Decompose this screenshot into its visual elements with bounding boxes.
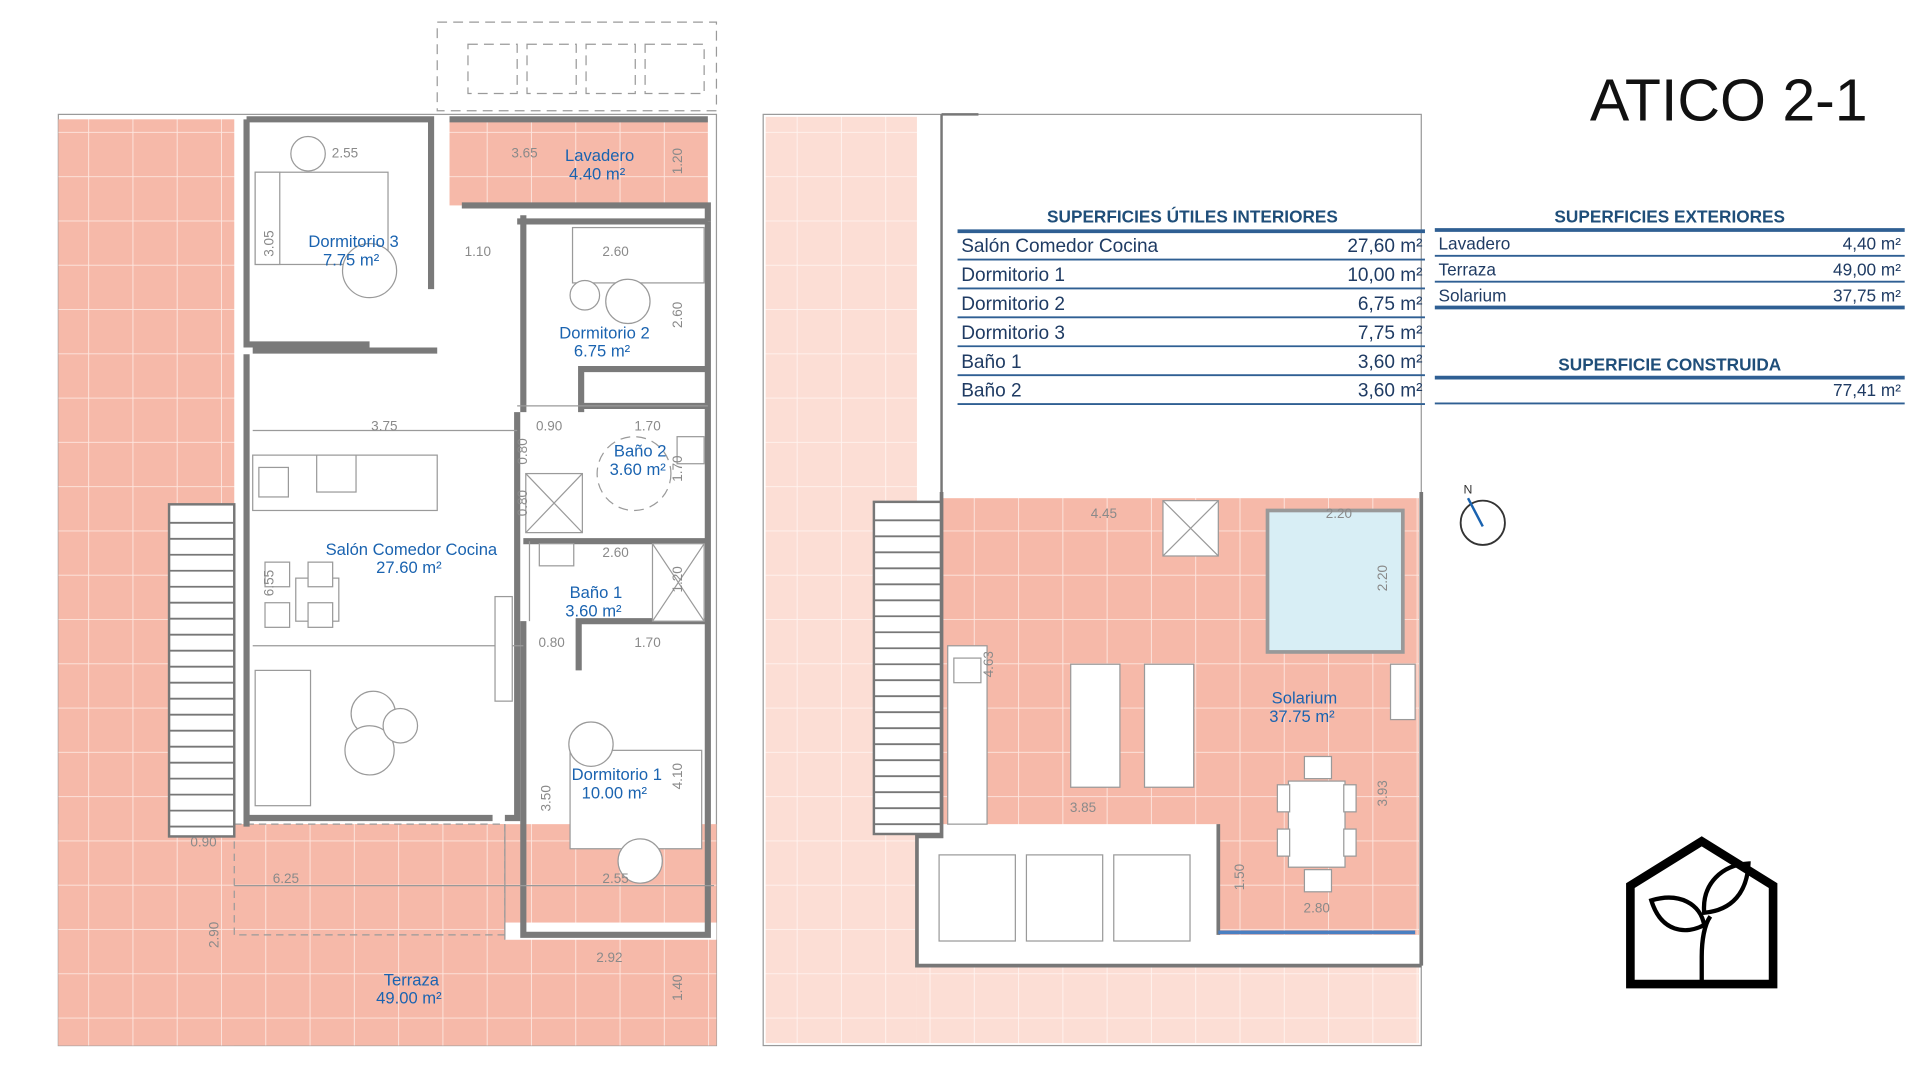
right-floor-plan: Solarium 37.75 m² 4.45 2.20 2.20 4.63 3.… xyxy=(762,113,1424,1047)
dimension-label: 1.20 xyxy=(670,148,685,174)
dimension-label: 3.93 xyxy=(1375,780,1390,806)
exterior-table-heading: SUPERFICIES EXTERIORES xyxy=(1554,207,1785,227)
dimension-label: 3.05 xyxy=(262,230,277,256)
stairs-right xyxy=(872,500,943,836)
room-name-dormitorio-1: Dormitorio 1 xyxy=(572,765,662,784)
exterior-row-name: Solarium xyxy=(1438,285,1506,305)
built-table-heading: SUPERFICIE CONSTRUIDA xyxy=(1558,354,1781,374)
storage-boxes xyxy=(938,854,1191,942)
dimension-label: 0.90 xyxy=(190,834,216,849)
stairs-left xyxy=(167,503,236,838)
dimension-label: 0.90 xyxy=(536,419,562,434)
dimension-label: 4.10 xyxy=(670,763,685,789)
dimension-label: 3.85 xyxy=(1070,800,1096,815)
dimension-label: 1.70 xyxy=(670,455,685,481)
dimension-label: 1.20 xyxy=(670,566,685,592)
dining-set-solarium xyxy=(1276,755,1357,893)
exterior-row-name: Terraza xyxy=(1438,260,1496,280)
interior-table-heading: SUPERFICIES ÚTILES INTERIORES xyxy=(1047,207,1338,227)
interior-row-area: 6,75 m² xyxy=(1358,294,1423,315)
room-name-lavadero: Lavadero xyxy=(565,146,634,165)
room-name-bano-1: Baño 1 xyxy=(570,583,623,602)
room-name-dormitorio-3: Dormitorio 3 xyxy=(308,232,398,251)
room-area-dormitorio-2: 6.75 m² xyxy=(574,342,631,361)
exterior-row-area: 49,00 m² xyxy=(1833,260,1901,280)
built-surface-table: SUPERFICIE CONSTRUIDA 77,41 m² xyxy=(1434,354,1905,405)
dimension-label: 1.10 xyxy=(465,244,491,259)
upper-dashed-area xyxy=(436,21,718,112)
interior-row-area: 10,00 m² xyxy=(1347,265,1422,286)
interior-row-name: Baño 2 xyxy=(961,381,1021,402)
room-area-terraza: 49.00 m² xyxy=(376,989,442,1008)
interior-row-name: Baño 1 xyxy=(961,352,1021,373)
north-compass-icon: N xyxy=(1459,482,1506,546)
dimension-label: 2.90 xyxy=(206,922,221,948)
dimension-label: 0.80 xyxy=(515,438,530,464)
room-name-bano-2: Baño 2 xyxy=(614,441,667,460)
room-area-bano-2: 3.60 m² xyxy=(610,460,667,479)
left-floor-plan: Lavadero 4.40 m² Dormitorio 3 7.75 m² Do… xyxy=(57,21,718,1047)
dimension-label: 1.70 xyxy=(634,635,660,650)
room-name-terraza: Terraza xyxy=(384,970,440,989)
dimension-label: 3.75 xyxy=(371,419,397,434)
dimension-label: 0.80 xyxy=(538,635,564,650)
exterior-row-name: Lavadero xyxy=(1438,234,1510,254)
interior-row-area: 7,75 m² xyxy=(1358,323,1423,344)
room-area-dormitorio-1: 10.00 m² xyxy=(582,783,648,802)
lavadero-floor xyxy=(449,119,708,206)
dimension-label: 4.45 xyxy=(1091,506,1117,521)
dimension-label: 2.60 xyxy=(602,244,628,259)
interior-row-name: Salón Comedor Cocina xyxy=(961,236,1158,257)
room-area-lavadero: 4.40 m² xyxy=(569,165,626,184)
dimension-label: 2.20 xyxy=(1326,506,1352,521)
room-area-bano-1: 3.60 m² xyxy=(565,601,622,620)
dimension-label: 2.60 xyxy=(670,302,685,328)
dimension-label: 2.20 xyxy=(1375,565,1390,591)
interior-row-area: 3,60 m² xyxy=(1358,352,1423,373)
built-area-value: 77,41 m² xyxy=(1833,380,1901,400)
dimensions-left: 2.55 3.65 1.20 3.05 1.10 2.60 2.60 3.75 … xyxy=(190,145,685,1000)
room-name-dormitorio-2: Dormitorio 2 xyxy=(559,323,649,342)
dimension-label: 1.70 xyxy=(634,419,660,434)
walls-left xyxy=(234,116,714,940)
room-area-solarium: 37.75 m² xyxy=(1269,707,1335,726)
room-name-solarium: Solarium xyxy=(1272,689,1337,708)
dimensions-right: 4.45 2.20 2.20 4.63 3.85 3.93 1.50 2.80 xyxy=(981,506,1390,916)
dimension-label: 6.25 xyxy=(273,871,299,886)
dimension-label: 3.65 xyxy=(511,145,537,160)
interior-surfaces-table: SUPERFICIES ÚTILES INTERIORES Salón Come… xyxy=(957,207,1425,406)
room-area-dormitorio-3: 7.75 m² xyxy=(323,251,380,270)
compass-north-label: N xyxy=(1464,482,1473,496)
dimension-label: 0.80 xyxy=(515,490,530,516)
dimension-label: 2.92 xyxy=(596,950,622,965)
room-area-salon: 27.60 m² xyxy=(376,558,442,577)
plan-title: ATICO 2-1 xyxy=(1590,68,1868,134)
dimension-label: 6.55 xyxy=(262,570,277,596)
interior-row-name: Dormitorio 3 xyxy=(961,323,1065,344)
house-plant-logo xyxy=(1626,836,1778,989)
dimension-label: 2.55 xyxy=(602,871,628,886)
exterior-row-area: 37,75 m² xyxy=(1833,285,1901,305)
interior-row-name: Dormitorio 1 xyxy=(961,265,1065,286)
dimension-label: 1.50 xyxy=(1232,864,1247,890)
dimension-label: 1.40 xyxy=(670,975,685,1001)
dimension-label: 3.50 xyxy=(538,785,553,811)
exterior-surfaces-table: SUPERFICIES EXTERIORES Lavadero 4,40 m² Te… xyxy=(1434,207,1905,310)
upper-dashed-boxes xyxy=(467,43,705,95)
furniture-left xyxy=(252,135,705,884)
interior-row-area: 27,60 m² xyxy=(1347,236,1422,257)
interior-row-name: Dormitorio 2 xyxy=(961,294,1065,315)
dimension-label: 4.63 xyxy=(981,651,996,677)
dimension-label: 2.60 xyxy=(602,545,628,560)
pool xyxy=(1265,508,1405,654)
room-name-salon: Salón Comedor Cocina xyxy=(326,540,498,559)
dimension-label: 2.55 xyxy=(332,145,358,160)
exterior-row-area: 4,40 m² xyxy=(1843,234,1902,254)
dimension-label: 2.80 xyxy=(1304,901,1330,916)
room-labels-left: Lavadero 4.40 m² Dormitorio 3 7.75 m² Do… xyxy=(308,146,666,1008)
interior-row-area: 3,60 m² xyxy=(1358,381,1423,402)
